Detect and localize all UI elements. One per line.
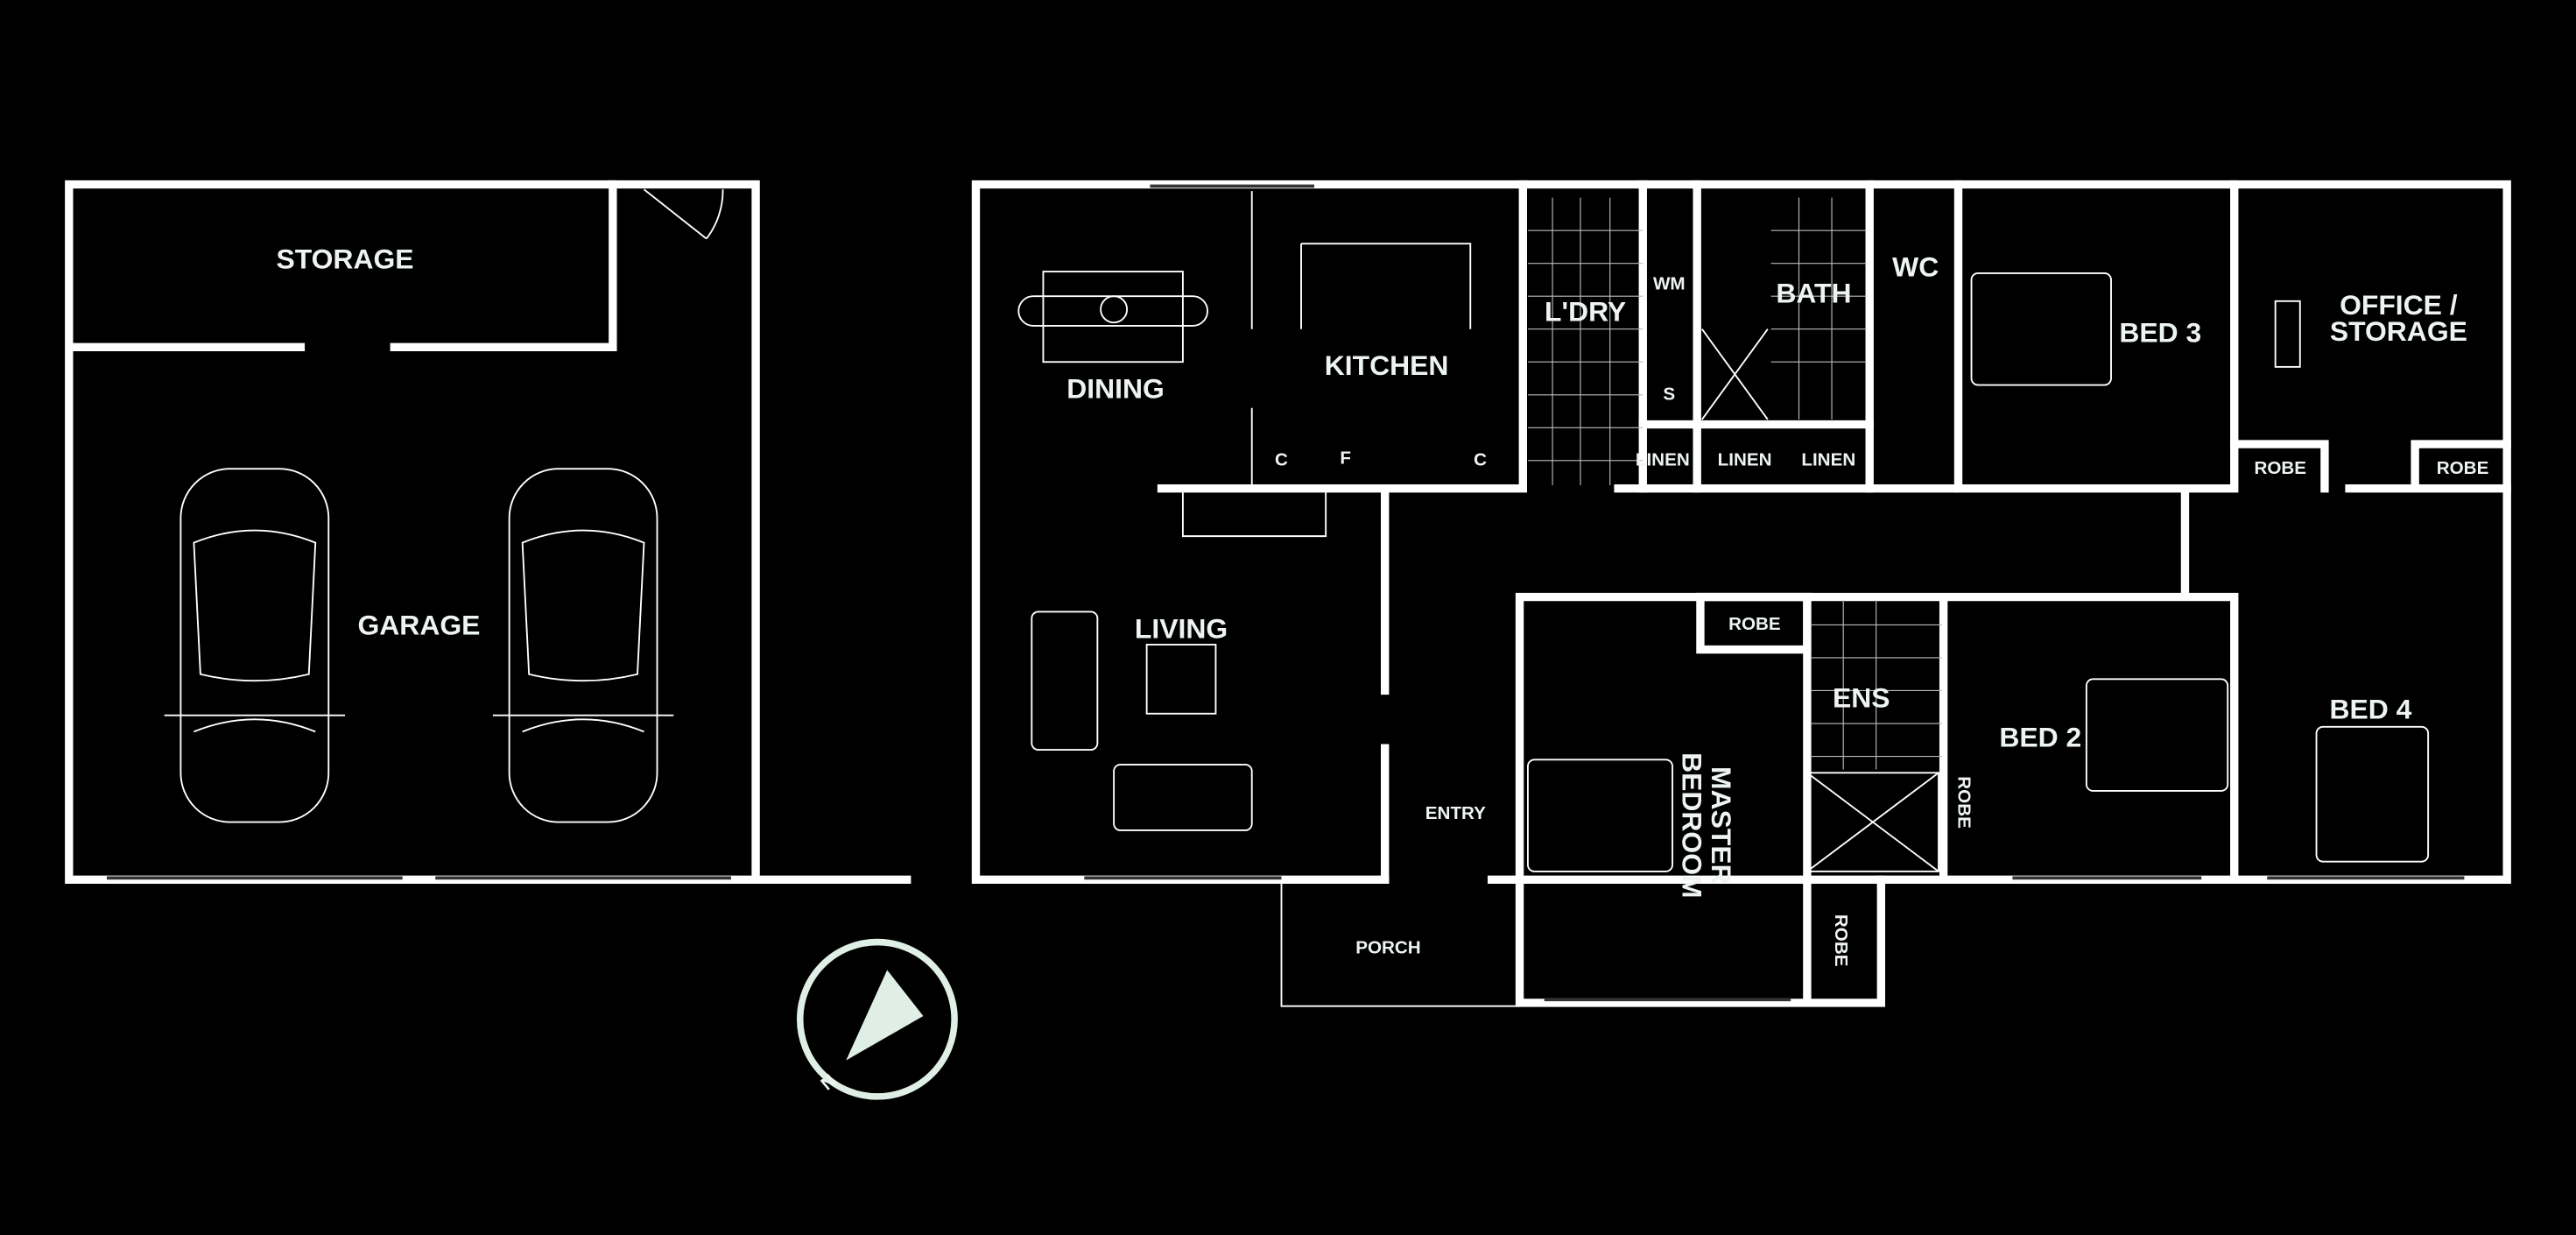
room-label-garage: GARAGE [357, 610, 480, 641]
room-label-master: MASTER [1706, 766, 1737, 885]
north-compass-icon: N [796, 938, 958, 1100]
room-label-bed3: BED 3 [2119, 317, 2201, 349]
room-label-dining: DINING [1066, 373, 1165, 405]
room-label-porch: PORCH [1355, 938, 1420, 958]
car-left [164, 468, 346, 823]
room-label-bed4: BED 4 [2330, 693, 2412, 724]
robe-office-right: ROBE [2437, 458, 2489, 478]
room-label-bed2: BED 2 [1999, 721, 2081, 752]
garage-walls [65, 180, 911, 884]
room-label-office: OFFICE / [2340, 289, 2458, 321]
room-label-bath: BATH [1776, 278, 1851, 309]
room-label-ens: ENS [1833, 681, 1890, 713]
fixture-wm: WM [1653, 274, 1686, 294]
fixture-fridge: F [1340, 448, 1351, 469]
fixture-sink: S [1663, 384, 1675, 404]
house-walls [971, 180, 2511, 1007]
linen-closet-3: LINEN [1801, 449, 1855, 469]
fixture-cupboard-2: C [1474, 449, 1487, 469]
room-label-living: LIVING [1135, 612, 1228, 644]
beds [1526, 272, 2430, 872]
linen-closet-2: LINEN [1718, 449, 1772, 469]
room-label-storage: STORAGE [276, 243, 413, 274]
room-label-bedroom: BEDROOM [1676, 752, 1707, 898]
dining-table [1017, 271, 1209, 363]
robe-master: ROBE [1728, 614, 1781, 634]
room-label-entry: ENTRY [1425, 803, 1486, 823]
robe-master-lower: ROBE [1831, 914, 1851, 967]
room-label-laundry: L'DRY [1545, 295, 1626, 327]
linen-closet-1: LINEN [1636, 449, 1690, 469]
fixture-cupboard-1: C [1275, 449, 1288, 469]
robe-bed2: ROBE [1954, 776, 1974, 829]
robe-office-left: ROBE [2254, 458, 2306, 478]
room-label-kitchen: KITCHEN [1325, 349, 1449, 381]
room-label-office-storage: STORAGE [2330, 315, 2467, 347]
room-label-wc: WC [1892, 251, 1939, 283]
car-right [492, 468, 674, 823]
sofa [1031, 610, 1253, 831]
tile-grid [1527, 197, 1942, 770]
